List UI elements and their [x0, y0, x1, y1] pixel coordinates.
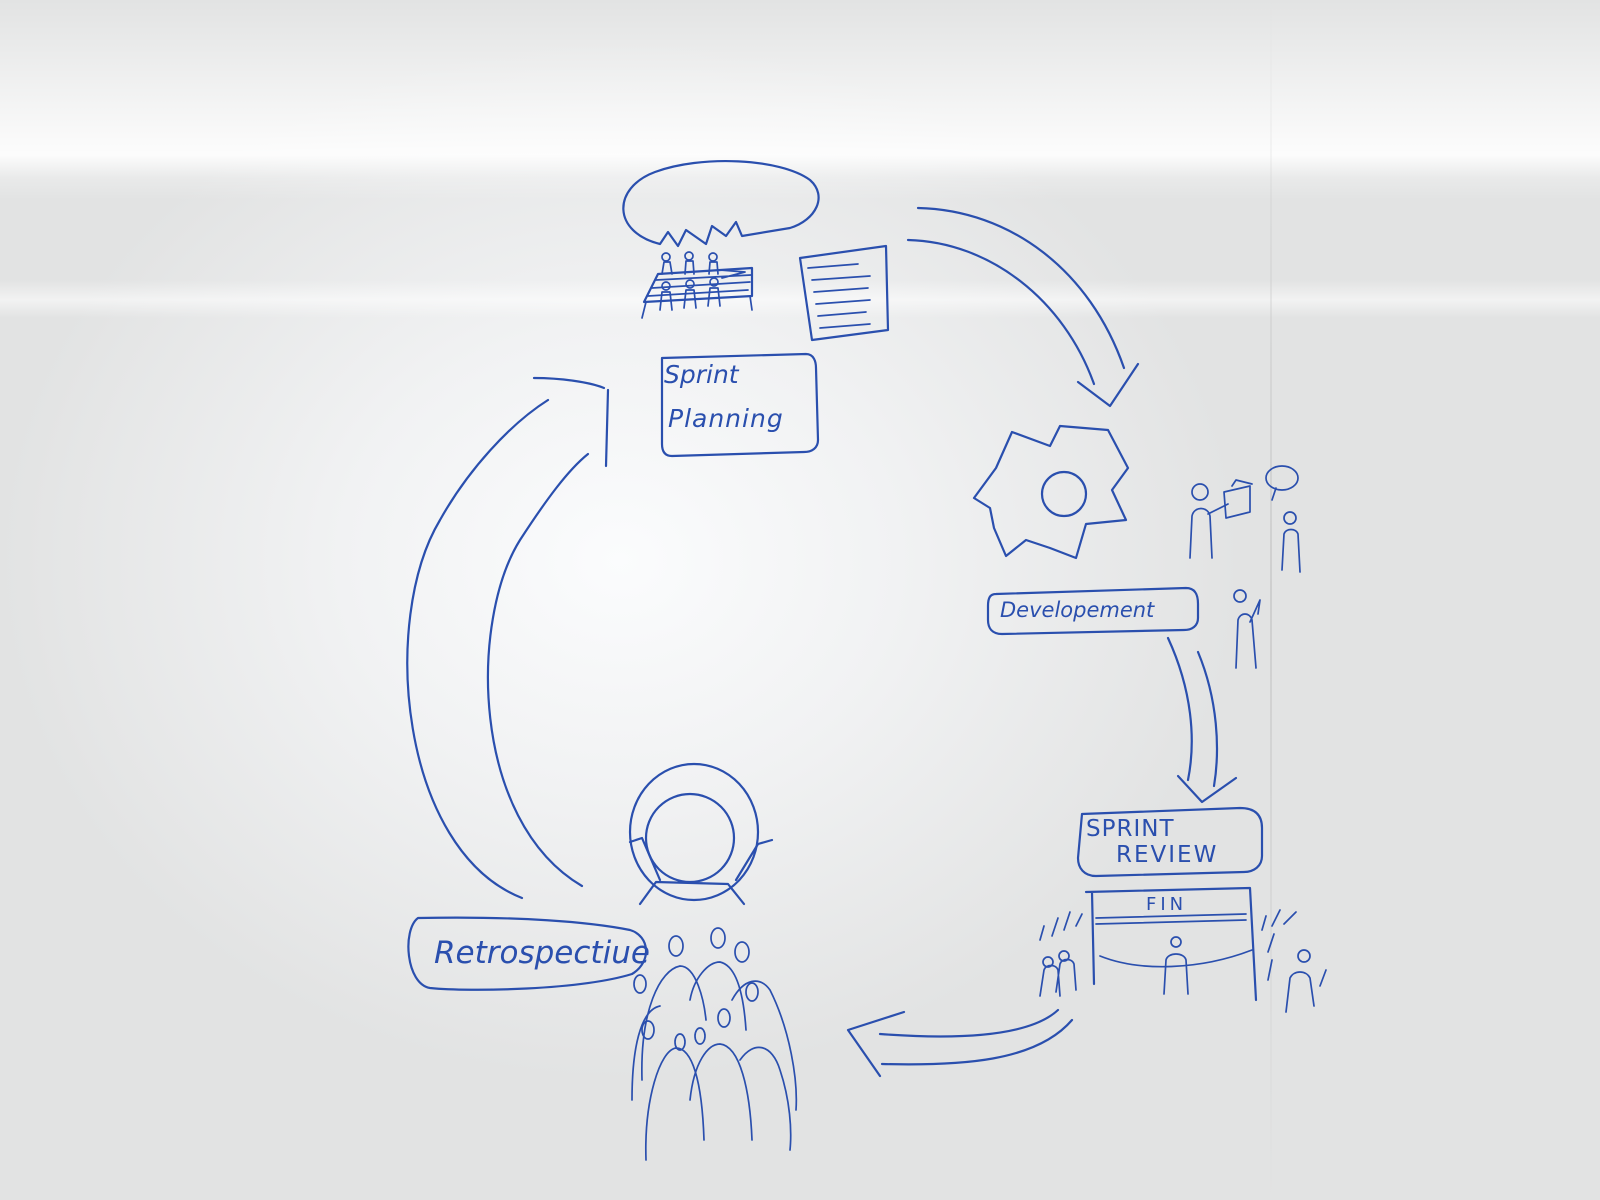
meeting-speech-bubble-icon [622, 160, 820, 248]
head-with-halo-icon [628, 762, 774, 906]
sprint-planning-label-line1: Sprint [664, 360, 739, 389]
review-screen-text: FIN [1146, 894, 1188, 915]
development-box [986, 586, 1200, 636]
document-list-icon [798, 244, 890, 342]
meeting-table-icon [641, 251, 754, 319]
sprint-planning-box [660, 352, 820, 458]
presentation-screen-icon [1084, 886, 1258, 1002]
sprint-review-label-line1: SPRINT [1086, 816, 1175, 842]
presenter-people-icon [1189, 465, 1301, 669]
arrow-planning-to-development [906, 206, 1140, 408]
sprint-review-box [1076, 806, 1264, 878]
arrow-review-to-retrospective [846, 1008, 1074, 1078]
whiteboard-panel-seam [1270, 0, 1272, 1200]
arrow-development-to-review [1166, 636, 1238, 804]
retrospective-box [407, 916, 648, 991]
gear-icon [972, 424, 1130, 560]
retrospective-label: Retrospectiue [434, 935, 650, 971]
team-crowd-icon [631, 927, 798, 1161]
audience-left-icon [1039, 911, 1083, 997]
development-label: Developement [1000, 598, 1155, 622]
audience-right-icon [1261, 909, 1327, 1013]
sprint-review-label-line2: REVIEW [1116, 842, 1219, 868]
sprint-planning-label-line2: Planning [668, 404, 784, 433]
arrow-retrospective-to-planning [406, 376, 610, 900]
